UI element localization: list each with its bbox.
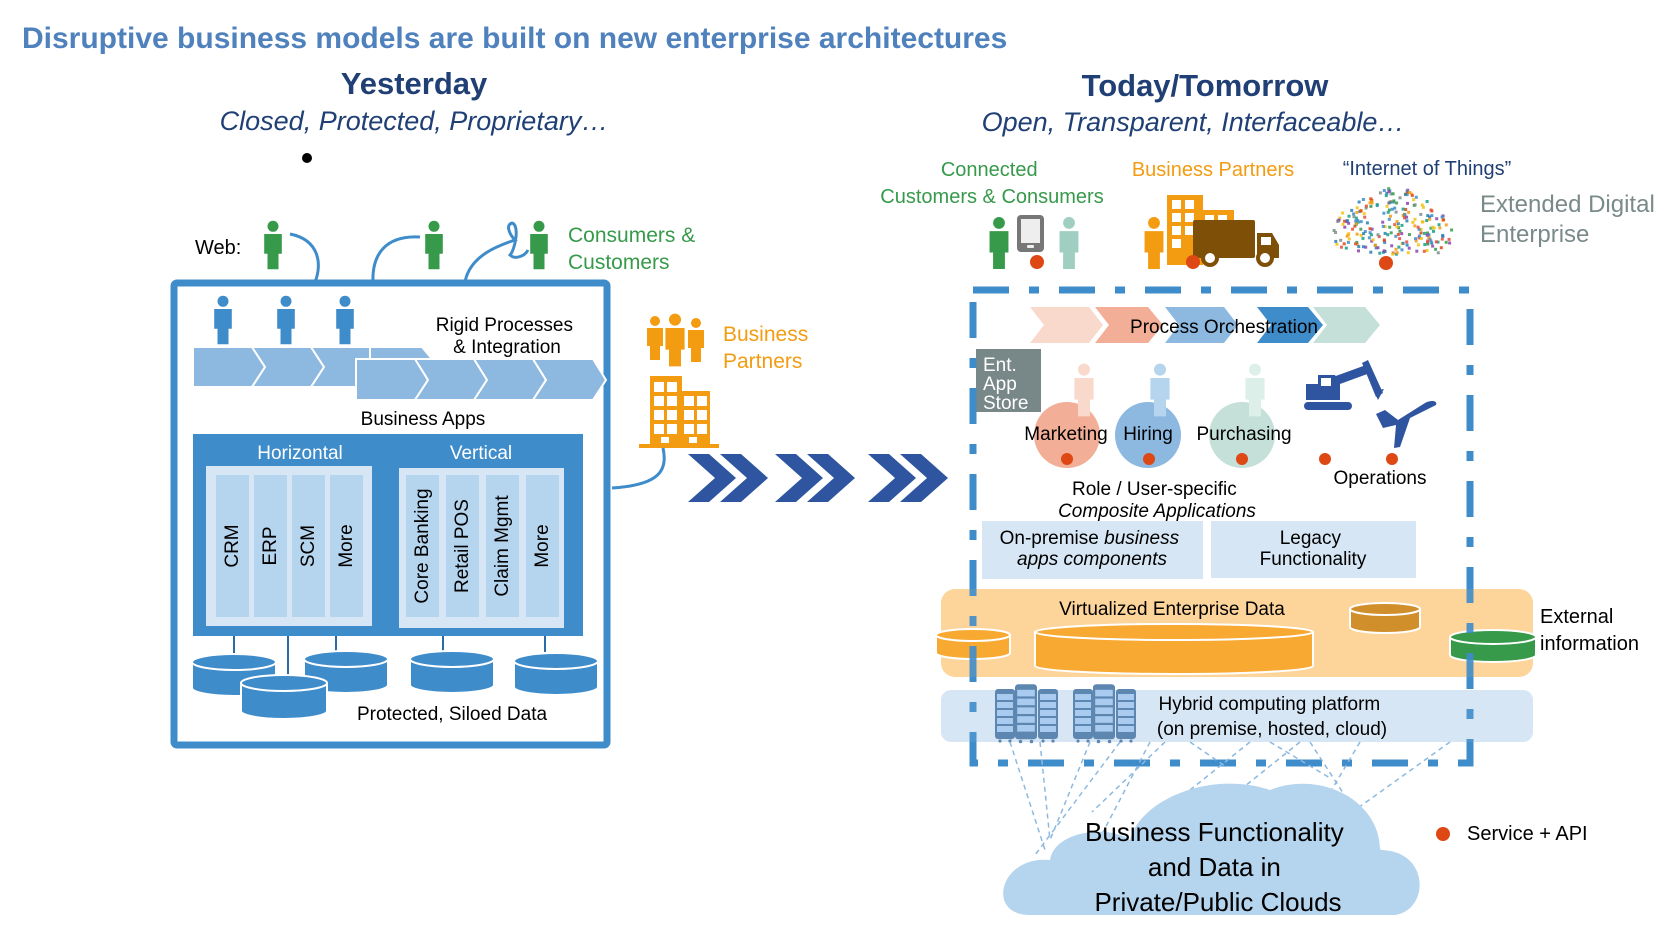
horizontal-app-label: SCM bbox=[298, 525, 319, 567]
extended-enterprise-label: Extended Digital Enterprise bbox=[1480, 191, 1661, 248]
role-label-marketing: Marketing bbox=[1024, 424, 1107, 445]
api-dot bbox=[1030, 255, 1044, 269]
process-orchestration-label: Process Orchestration bbox=[1130, 317, 1318, 338]
web-user-icon bbox=[425, 220, 443, 270]
vertical-app-column: Retail POS bbox=[446, 475, 479, 617]
web-connection-lines bbox=[289, 221, 530, 283]
today-partners-label: Business Partners bbox=[1132, 159, 1294, 181]
yesterday-partners-label: Business Partners bbox=[723, 323, 814, 373]
delivery-truck-icon bbox=[1193, 220, 1279, 267]
iot-label: “Internet of Things” bbox=[1343, 158, 1512, 180]
airplane-icon bbox=[1376, 400, 1437, 448]
api-dot bbox=[1386, 453, 1398, 465]
horizontal-app-column: More bbox=[330, 475, 363, 617]
database-icon bbox=[1034, 623, 1314, 675]
horizontal-app-label: ERP bbox=[260, 526, 281, 565]
private-public-cloud bbox=[1003, 783, 1420, 915]
role-hiring bbox=[1115, 363, 1181, 468]
vertical-app-label: Core Banking bbox=[412, 488, 433, 603]
consumer-icon bbox=[1059, 217, 1079, 269]
bullet-dot bbox=[302, 153, 312, 163]
legend-service-api: Service + API bbox=[1467, 823, 1588, 845]
today-heading: Today/Tomorrow bbox=[1082, 68, 1330, 103]
role-label-purchasing: Purchasing bbox=[1196, 424, 1291, 445]
legacy-functionality-box bbox=[1211, 521, 1416, 578]
api-dot bbox=[1379, 256, 1393, 270]
database-icon bbox=[513, 652, 599, 696]
partner-connection-line bbox=[611, 447, 666, 490]
customer-icon bbox=[989, 217, 1009, 269]
rigid-process-chevrons bbox=[192, 346, 608, 401]
hybrid-platform-label: Hybrid computing platform (on premise, h… bbox=[1157, 694, 1387, 740]
horizontal-app-column: CRM bbox=[216, 475, 249, 617]
cloud-label: Business Functionality and Data in Priva… bbox=[1085, 817, 1351, 917]
virtualized-data-label: Virtualized Enterprise Data bbox=[1059, 599, 1285, 620]
horizontal-app-column: ERP bbox=[254, 475, 287, 617]
yesterday-heading: Yesterday bbox=[341, 66, 488, 101]
vertical-app-label: More bbox=[532, 524, 553, 567]
external-database-icon bbox=[1449, 629, 1537, 663]
today-subheading: Open, Transparent, Interfaceable… bbox=[982, 107, 1405, 137]
vertical-app-column: More bbox=[526, 475, 559, 617]
legend-api-dot bbox=[1436, 827, 1450, 841]
ent-app-store-button[interactable]: Ent. App Store bbox=[976, 349, 1041, 414]
process-orchestration-chevrons bbox=[1030, 307, 1380, 343]
horizontal-label: Horizontal bbox=[257, 443, 343, 464]
partner-person-icon bbox=[1144, 217, 1164, 269]
onprem-components-label: On-premise business apps components bbox=[1000, 528, 1185, 570]
database-icon bbox=[409, 650, 495, 694]
yesterday-subheading: Closed, Protected, Proprietary… bbox=[220, 106, 609, 136]
role-marketing bbox=[1034, 363, 1100, 468]
web-user-icon bbox=[530, 220, 548, 270]
vertical-label: Vertical bbox=[450, 443, 512, 464]
siloed-data-connectors bbox=[233, 636, 546, 675]
horizontal-app-label: More bbox=[336, 524, 357, 567]
vertical-app-label: Retail POS bbox=[452, 499, 473, 593]
web-label: Web: bbox=[195, 237, 241, 259]
legacy-functionality-label: Legacy Functionality bbox=[1260, 528, 1367, 570]
ent-app-store-label: Ent. App Store bbox=[983, 355, 1028, 414]
operations-label: Operations bbox=[1334, 468, 1427, 489]
iot-cloud-icon bbox=[1332, 187, 1454, 256]
consumers-label: Consumers & Customers bbox=[568, 224, 701, 274]
role-purchasing bbox=[1209, 363, 1275, 468]
transition-arrows-icon bbox=[688, 454, 948, 502]
database-icon bbox=[240, 674, 328, 720]
horizontal-app-column: SCM bbox=[292, 475, 325, 617]
onprem-components-box bbox=[982, 521, 1203, 579]
api-dot bbox=[1186, 255, 1200, 269]
rigid-processes-label: Rigid Processes & Integration bbox=[436, 315, 579, 358]
vertical-app-column: Core Banking bbox=[406, 475, 439, 617]
excavator-icon bbox=[1304, 360, 1384, 410]
web-user-icon bbox=[264, 220, 282, 270]
connected-customers-label: Connected Customers & Consumers bbox=[880, 159, 1103, 208]
horizontal-app-label: CRM bbox=[222, 524, 243, 567]
vertical-app-label: Claim Mgmt bbox=[492, 495, 513, 597]
composite-apps-label: Role / User-specific Composite Applicati… bbox=[1058, 479, 1256, 522]
partners-group-icon bbox=[647, 313, 704, 367]
external-database-icon bbox=[1349, 602, 1421, 634]
mobile-device-icon bbox=[1017, 215, 1044, 252]
api-dot bbox=[1319, 453, 1331, 465]
page-title: Disruptive business models are built on … bbox=[22, 22, 1007, 55]
partner-building-icon bbox=[639, 376, 719, 448]
vertical-app-column: Claim Mgmt bbox=[486, 475, 519, 617]
business-apps-label: Business Apps bbox=[361, 409, 486, 430]
siloed-data-label: Protected, Siloed Data bbox=[357, 704, 548, 725]
role-label-hiring: Hiring bbox=[1123, 424, 1173, 445]
external-information-label: External information bbox=[1540, 606, 1639, 655]
